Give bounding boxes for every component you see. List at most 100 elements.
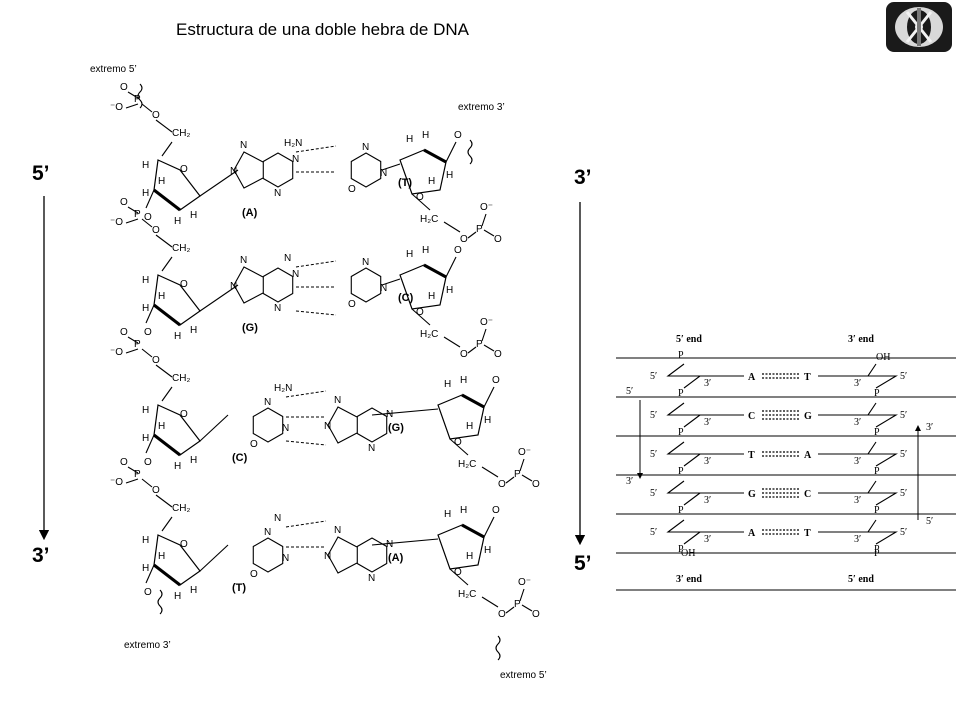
bond <box>145 189 155 209</box>
amino-group: N <box>274 513 281 524</box>
left-strand-top-label: 5’ <box>32 162 50 185</box>
ring-oxygen: O <box>416 192 424 203</box>
purine-five-ring <box>233 266 264 304</box>
ladder-bottom-right-label: 5′ end <box>848 574 874 585</box>
prime3-label: 3′ <box>854 495 861 506</box>
deoxyribose-ring <box>437 394 485 440</box>
left-backbone-segment <box>666 519 702 545</box>
prime5-label: 5′ <box>900 527 907 538</box>
deoxyribose-ring <box>153 159 201 211</box>
right-backbone-segment <box>866 480 898 506</box>
phosphorus-atom: P <box>514 469 521 480</box>
linking-oxygen: O <box>144 327 152 338</box>
left-backbone-segment <box>666 363 702 389</box>
phosphate-label: P <box>678 505 684 516</box>
glycosidic-bond <box>199 414 229 442</box>
bond <box>141 478 153 488</box>
bond <box>127 91 139 99</box>
phosphate-oxygen: O <box>532 609 540 620</box>
hydrogen: H <box>446 285 453 296</box>
nitrogen: N <box>230 281 237 292</box>
phosphorus-atom: P <box>476 224 483 235</box>
right-base-letter: A <box>804 450 812 461</box>
bond <box>127 206 139 214</box>
purine-six-ring <box>262 152 294 188</box>
hydrogen-bond <box>285 440 327 446</box>
bond <box>125 478 139 484</box>
base-right-label: (A) <box>388 552 404 564</box>
left-base-letter: A <box>748 372 756 383</box>
ring-front-edge <box>423 263 447 279</box>
bond <box>483 516 495 538</box>
hydrogen: H <box>460 505 467 516</box>
hydrogen: H <box>466 421 473 432</box>
phosphate-oxygen: O <box>152 110 160 121</box>
glycosidic-bond <box>199 544 229 572</box>
bond <box>127 336 139 344</box>
phosphate-oxygen: ⁻O <box>110 477 123 488</box>
phosphate-oxygen: O <box>498 609 506 620</box>
bond <box>145 434 155 454</box>
phosphorus-atom: P <box>514 599 521 610</box>
bond <box>505 606 515 614</box>
bond <box>443 336 461 348</box>
bond <box>443 221 461 233</box>
ch2-group: CH₂ <box>172 243 190 254</box>
base-right-label: (T) <box>398 177 412 189</box>
hydrogen: H <box>484 545 491 556</box>
phosphate-label: P <box>874 466 880 477</box>
bond <box>155 119 173 133</box>
amino-group: N <box>284 253 291 264</box>
bond <box>127 466 139 474</box>
prime5-label: 5′ <box>900 371 907 382</box>
hydrogen: H <box>444 379 451 390</box>
pyrimidine-ring <box>252 407 284 443</box>
bond <box>141 218 153 228</box>
ladder-right-arrow-end: 3′ <box>926 422 933 433</box>
pyrimidine-ring <box>350 152 382 188</box>
nitrogen: N <box>240 140 247 151</box>
prime5-label: 5′ <box>650 371 657 382</box>
amino-group: H₂N <box>284 138 302 149</box>
bond <box>519 588 525 602</box>
phosphate-label: P <box>874 388 880 399</box>
ladder-bottom-left-label: 3′ end <box>676 574 702 585</box>
right-strand-top-label: 3’ <box>574 166 592 189</box>
ring-oxygen: O <box>180 164 188 175</box>
phosphate-oxygen: ⁻O <box>110 347 123 358</box>
deoxyribose-ring <box>437 524 485 570</box>
phosphate-label: P <box>874 505 880 516</box>
ladder-left-arrow-end: 3′ <box>626 476 633 487</box>
ch2-group: CH₂ <box>172 128 190 139</box>
carbonyl-oxygen: O <box>348 299 356 310</box>
left-backbone-segment <box>666 441 702 467</box>
hydrogen: H <box>466 551 473 562</box>
hydrogen: H <box>190 455 197 466</box>
ring-oxygen: O <box>180 279 188 290</box>
prime5-label: 5′ <box>900 410 907 421</box>
phosphorus-atom: P <box>476 339 483 350</box>
linking-oxygen: O <box>144 587 152 598</box>
nitrogen: N <box>282 553 289 564</box>
chem-end-top-left: extremo 5’ <box>90 64 137 75</box>
hydrogen: H <box>158 421 165 432</box>
glycosidic-bond <box>381 278 401 286</box>
hydrogen: H <box>158 551 165 562</box>
ladder-top-left-label: 5′ end <box>676 334 702 345</box>
purine-five-ring <box>327 406 358 444</box>
nitrogen: N <box>368 573 375 584</box>
base-left-label: (G) <box>242 322 258 334</box>
phosphate-oxygen: O <box>460 349 468 360</box>
left-strand-bottom-label: 3’ <box>32 544 50 567</box>
deoxyribose-ring <box>399 264 447 310</box>
linking-oxygen: O <box>144 457 152 468</box>
phosphate-oxygen: O <box>494 349 502 360</box>
right-strand-bottom-label: 5’ <box>574 552 592 575</box>
hydrogen: H <box>190 585 197 596</box>
ring-front-edge <box>153 433 181 457</box>
prime3-label: 3′ <box>704 378 711 389</box>
glycosidic-bond <box>199 169 239 197</box>
